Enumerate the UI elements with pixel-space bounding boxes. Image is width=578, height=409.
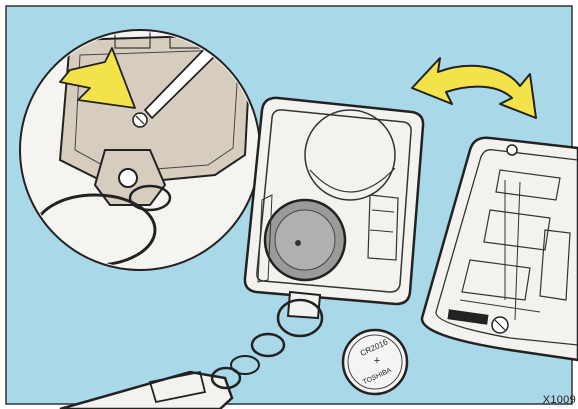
loose-battery: CR2016 + TOSHIBA bbox=[343, 330, 407, 394]
figure-reference-code: X1009 bbox=[543, 394, 576, 406]
battery-line2: + bbox=[374, 355, 380, 367]
